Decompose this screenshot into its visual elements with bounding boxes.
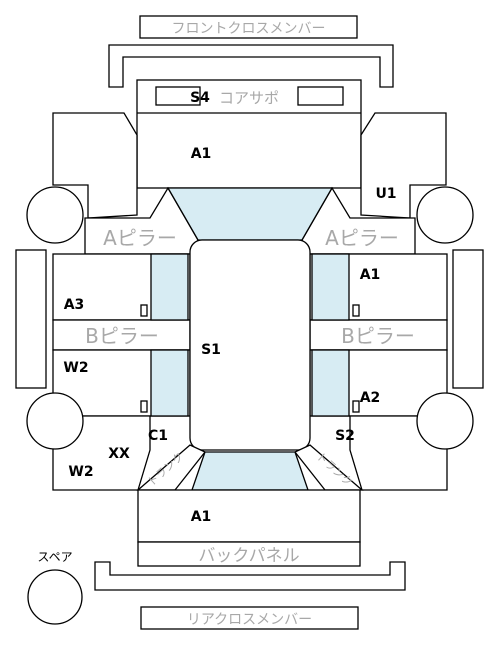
trunk-lid (137, 489, 361, 543)
code-a1-front: A1 (191, 146, 212, 162)
front-cross-member-label: フロントクロスメンバー (172, 21, 326, 37)
rear-cross-member-label: リアクロスメンバー (187, 612, 312, 628)
code-w2-left-bottom: W2 (68, 464, 93, 480)
back-panel-box (137, 541, 361, 567)
back-panel-label: バックパネル (198, 546, 299, 566)
right-rear-door-handle (352, 400, 360, 413)
code-s2: S2 (335, 428, 355, 444)
code-a1-right: A1 (360, 267, 381, 283)
code-s1: S1 (201, 342, 221, 358)
rear-cross-member-box (140, 606, 359, 630)
code-a2: A2 (360, 390, 381, 406)
right-front-window (311, 253, 350, 321)
right-front-wheel (416, 186, 474, 244)
right-b-pillar-label: Bピラー (341, 324, 415, 348)
left-front-door-handle (140, 304, 148, 317)
core-support-right-slot (297, 86, 344, 106)
left-b-pillar-label: Bピラー (85, 324, 159, 348)
code-a1-rear: A1 (191, 509, 212, 525)
code-a3: A3 (64, 297, 85, 313)
left-a-pillar-label: Aピラー (103, 226, 177, 250)
code-xx: XX (108, 446, 130, 462)
left-side-step (15, 249, 47, 389)
right-rear-wheel (416, 392, 474, 450)
front-bumper-bracket (108, 44, 394, 88)
right-a-pillar-label: Aピラー (325, 226, 399, 250)
core-support-left-slot (155, 86, 201, 106)
right-rear-window (311, 349, 350, 417)
spare-label: スペア (37, 550, 72, 564)
roof-panel (189, 239, 311, 451)
left-rear-wheel (26, 392, 84, 450)
rear-window (191, 451, 309, 491)
left-front-window (150, 253, 189, 321)
right-side-step (452, 249, 484, 389)
code-c1: C1 (148, 428, 168, 444)
right-front-door-handle (352, 304, 360, 317)
code-u1: U1 (375, 186, 396, 202)
left-rear-window (150, 349, 189, 417)
code-w2-left-mid: W2 (63, 360, 88, 376)
rear-bumper-bracket (94, 561, 406, 591)
left-front-fender (52, 112, 138, 219)
right-front-fender (360, 112, 447, 219)
left-rear-door-handle (140, 400, 148, 413)
core-support-label: コアサポ (219, 89, 279, 107)
spare-tire (27, 569, 83, 625)
code-s4: S4 (190, 90, 210, 106)
left-front-wheel (26, 186, 84, 244)
front-cross-member-box (139, 15, 358, 39)
